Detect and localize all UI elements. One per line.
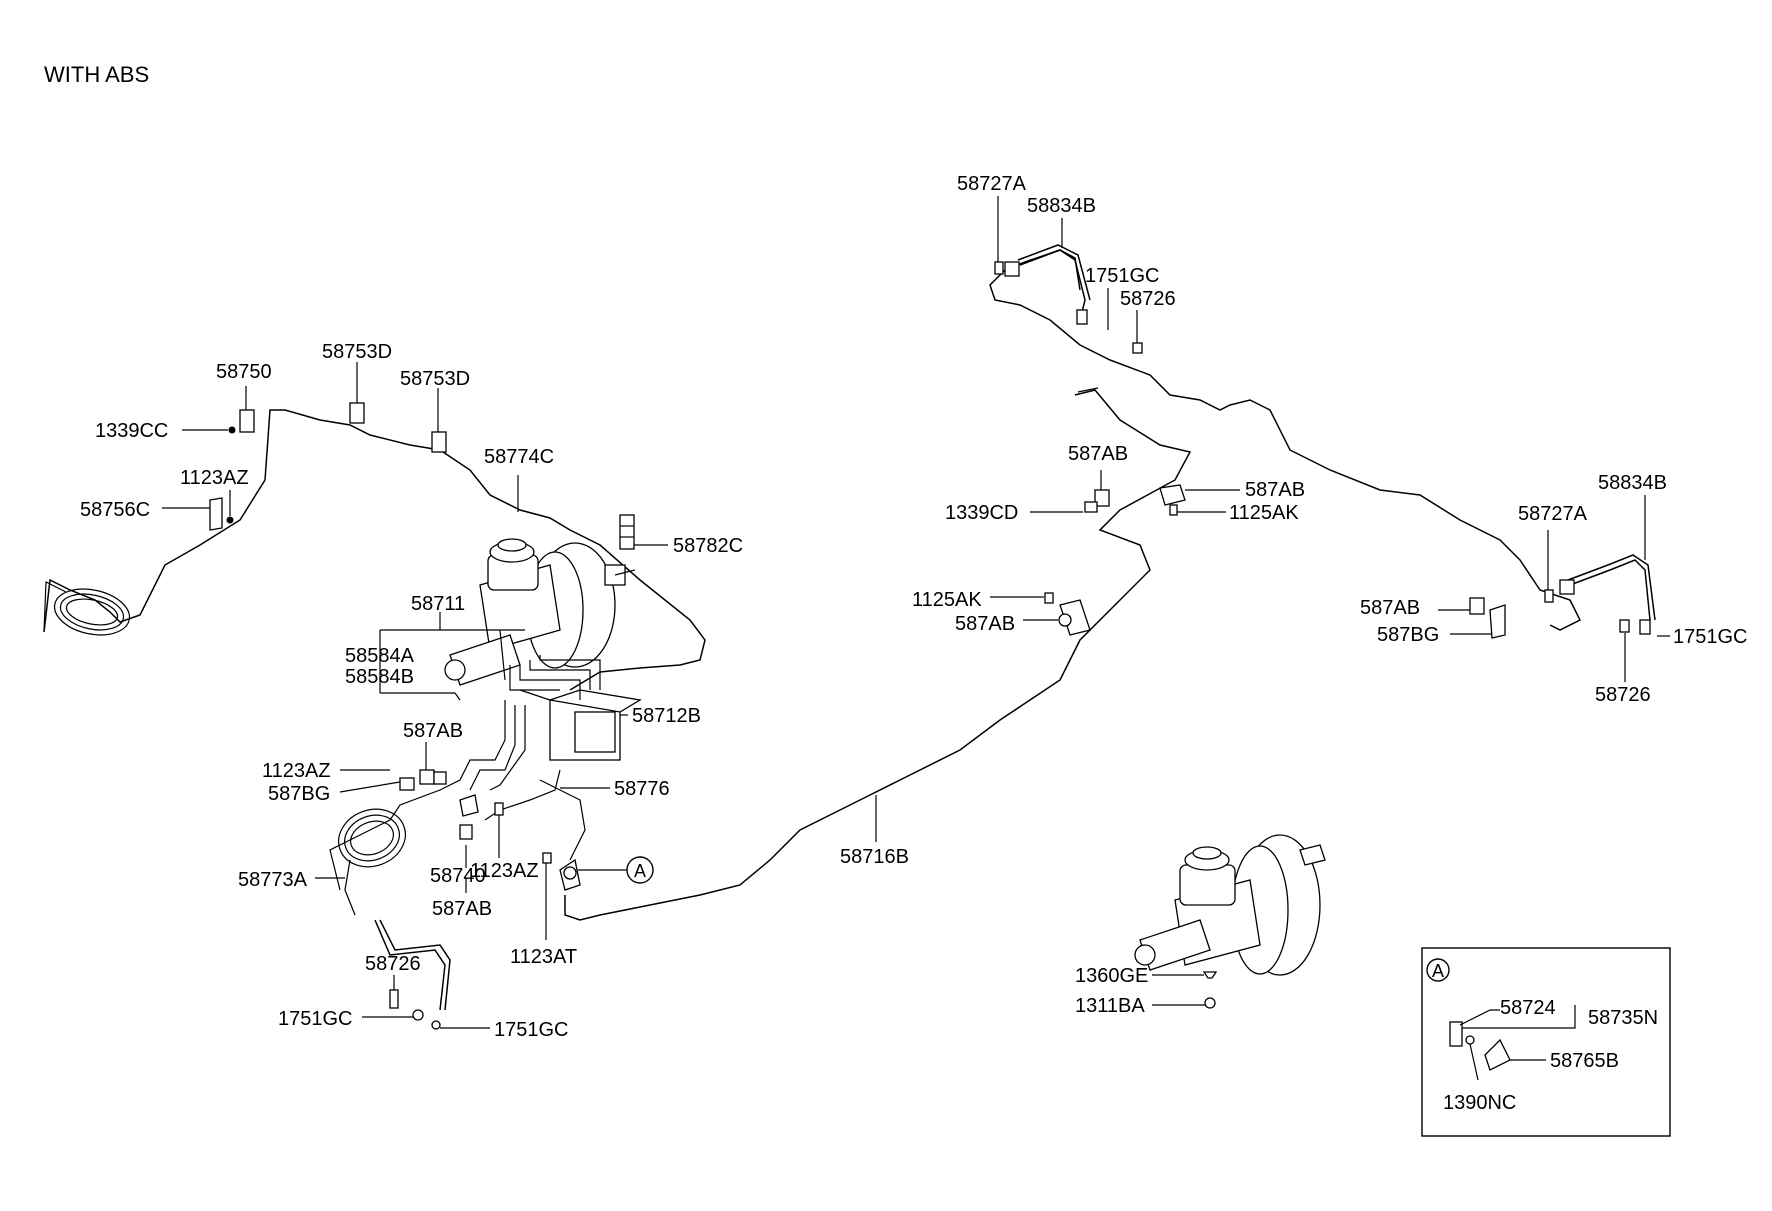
label-58726-left: 58726 xyxy=(365,953,421,975)
label-58753d-b: 58753D xyxy=(400,368,470,390)
label-1123az-left: 1123AZ xyxy=(262,760,331,782)
label-58750: 58750 xyxy=(216,361,272,383)
label-58716b: 58716B xyxy=(840,846,909,868)
label-1339cd: 1339CD xyxy=(945,502,1018,524)
callout-a-letter: A xyxy=(634,861,646,881)
label-58776: 58776 xyxy=(614,778,670,800)
clip-58750 xyxy=(228,409,255,434)
bolt-58726-right xyxy=(1619,619,1630,633)
label-1390nc: 1390NC xyxy=(1443,1092,1516,1114)
label-58727a-right: 58727A xyxy=(1518,503,1588,525)
clip-58782c xyxy=(619,514,635,550)
label-58756c: 58756C xyxy=(80,499,150,521)
bracket-58740 xyxy=(459,794,479,840)
part-labels: 58750 58753D 58753D 1339CC 1123AZ 58756C… xyxy=(80,173,1748,1114)
label-1311ba: 1311BA xyxy=(1075,995,1145,1017)
brake-pipe-top-right xyxy=(989,249,1582,631)
bolt-1123az-mid xyxy=(494,802,504,816)
bolt-1123at xyxy=(542,852,552,864)
nut-1311ba xyxy=(1204,997,1216,1009)
abs-brake-lines xyxy=(329,655,601,891)
coil-58773a xyxy=(338,808,406,916)
label-58773a: 58773A xyxy=(238,869,308,891)
clip-587ab-right xyxy=(1469,597,1485,615)
label-587ab-right: 587AB xyxy=(1360,597,1420,619)
label-1125ak-c2: 1125AK xyxy=(912,589,982,611)
label-58765b: 58765B xyxy=(1550,1050,1619,1072)
label-58584b: 58584B xyxy=(345,666,414,688)
diagram-title: WITH ABS xyxy=(44,62,149,87)
label-1125ak-c1: 1125AK xyxy=(1229,502,1299,524)
label-58727a-top: 58727A xyxy=(957,173,1027,195)
brake-hose-58726-left xyxy=(374,919,451,1030)
label-1339cc: 1339CC xyxy=(95,420,168,442)
washer-1360ge xyxy=(1202,971,1218,979)
label-58753d-a: 58753D xyxy=(322,341,392,363)
label-1751gc-left1: 1751GC xyxy=(278,1008,353,1030)
brake-pipe-58716b xyxy=(564,387,1192,921)
master-cylinder-58711 xyxy=(444,538,561,686)
abs-unit-58712b xyxy=(519,689,642,761)
label-1123az-top: 1123AZ xyxy=(180,467,249,489)
clip-587ab-center-1 xyxy=(1084,489,1110,513)
detail-inset-a: A xyxy=(1421,947,1671,1137)
clip-587bg-left xyxy=(399,777,415,791)
label-1751gc-top: 1751GC xyxy=(1085,265,1160,287)
label-587bg-left: 587BG xyxy=(268,783,330,805)
label-58726-top: 58726 xyxy=(1120,288,1176,310)
clip-587ab-center-3 xyxy=(1058,599,1091,636)
label-58834b-top: 58834B xyxy=(1027,195,1096,217)
bracket-587bg-right xyxy=(1489,604,1506,639)
brake-hose-58834b-top xyxy=(1004,244,1091,325)
inset-marker: A xyxy=(1432,961,1444,981)
label-58726-right: 58726 xyxy=(1595,684,1651,706)
label-58711: 58711 xyxy=(411,593,465,615)
clip-58753d-b xyxy=(431,431,447,453)
label-58712b: 58712B xyxy=(632,705,701,727)
leader-lines xyxy=(162,196,1670,1029)
label-58782c: 58782C xyxy=(673,535,743,557)
label-58740: 58740 xyxy=(430,865,486,887)
brake-hose-58834b-right xyxy=(1559,554,1656,635)
label-587ab-mid: 587AB xyxy=(432,898,492,920)
label-58584a: 58584A xyxy=(345,645,415,667)
brake-pipe-58774c xyxy=(43,409,706,691)
label-587ab-c1: 587AB xyxy=(1068,443,1128,465)
clip-587ab-left xyxy=(419,769,447,785)
label-58724: 58724 xyxy=(1500,997,1556,1019)
master-cylinder-lower xyxy=(1134,846,1261,971)
bolt-1125ak-center xyxy=(1044,504,1178,604)
bracket-callout-a xyxy=(559,858,581,891)
bolt-58726-top xyxy=(1132,342,1143,354)
label-58834b-right: 58834B xyxy=(1598,472,1667,494)
label-1123az-mid: 1123AZ xyxy=(470,860,539,882)
clip-58727a-right xyxy=(1544,589,1554,603)
label-587ab-c3: 587AB xyxy=(955,613,1015,635)
label-1360ge: 1360GE xyxy=(1075,965,1148,987)
clip-587ab-center-2 xyxy=(1159,484,1186,506)
label-1751gc-left2: 1751GC xyxy=(494,1019,569,1041)
label-587ab-left: 587AB xyxy=(403,720,463,742)
label-1751gc-right: 1751GC xyxy=(1673,626,1748,648)
label-587bg-right: 587BG xyxy=(1377,624,1439,646)
clip-58727a-top xyxy=(994,261,1004,275)
callout-a-marker: A xyxy=(578,856,654,884)
label-1123at: 1123AT xyxy=(510,946,577,968)
clip-58753d-a xyxy=(349,402,365,424)
label-58735n: 58735N xyxy=(1588,1007,1658,1029)
bracket-58756c xyxy=(209,497,234,531)
label-587ab-c2: 587AB xyxy=(1245,479,1305,501)
label-58774c: 58774C xyxy=(484,446,554,468)
